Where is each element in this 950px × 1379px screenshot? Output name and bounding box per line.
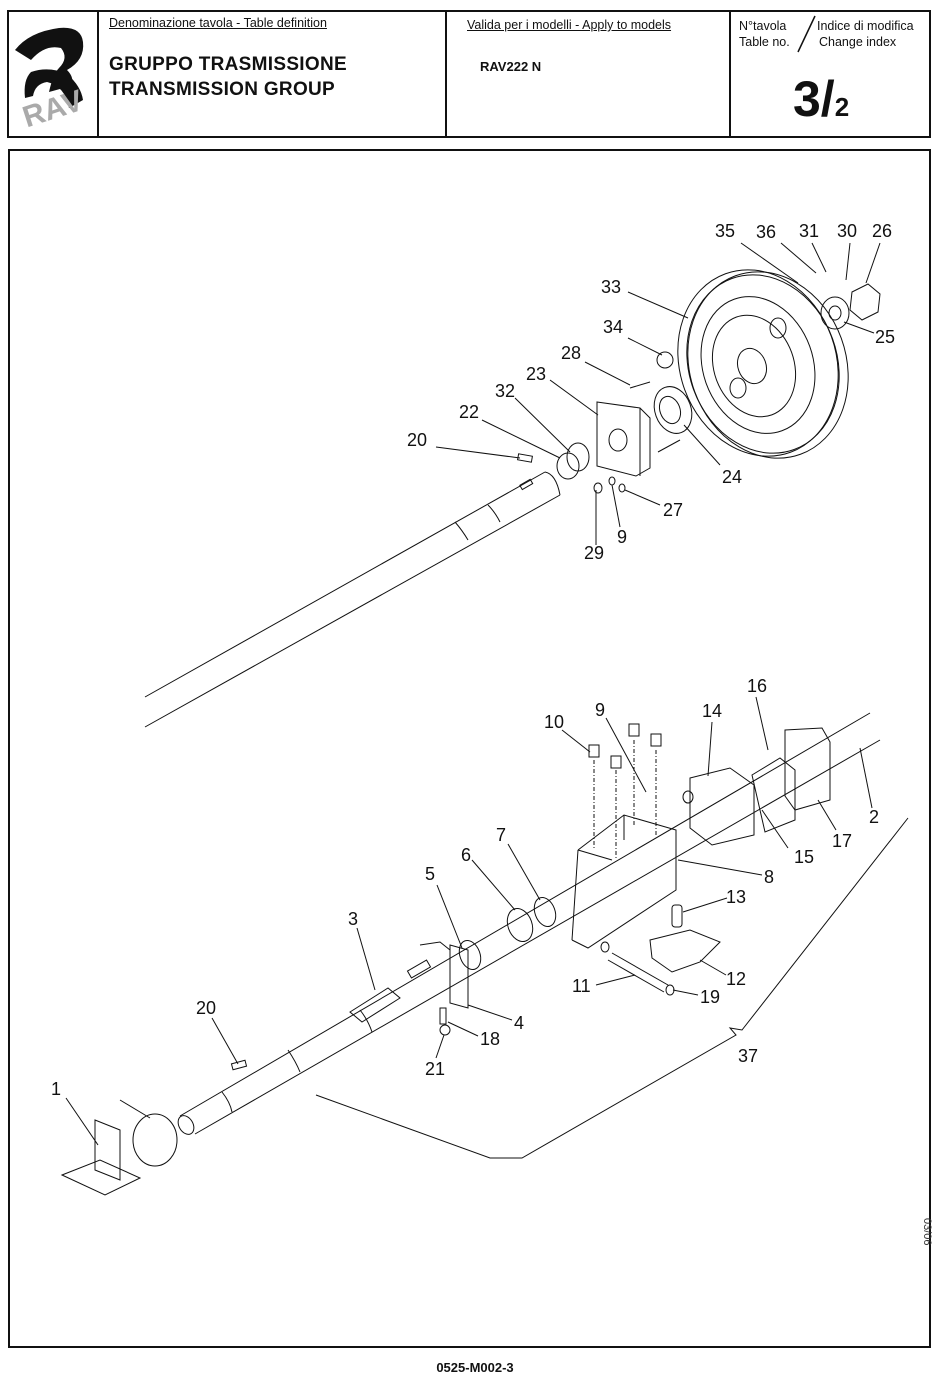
fork-and-pins	[230, 904, 721, 1071]
bearing-flange	[596, 401, 651, 477]
callout-35: 35	[715, 221, 735, 241]
callout-18: 18	[480, 1029, 500, 1049]
callout-9-upper: 9	[617, 527, 627, 547]
callout-22: 22	[459, 402, 479, 422]
group-37-bracket	[315, 817, 909, 1159]
table-no-label-it: N°tavola	[739, 19, 787, 33]
leader-lines	[65, 242, 881, 1146]
change-index-value: 2	[834, 92, 850, 122]
title-block: RAV Denominazione tavola - Table definit…	[7, 10, 931, 138]
callout-27: 27	[663, 500, 683, 520]
callout-32: 32	[495, 381, 515, 401]
callout-33: 33	[601, 277, 621, 297]
callout-13: 13	[726, 887, 746, 907]
side-date: 03/06	[921, 1218, 933, 1246]
callout-20-upper: 20	[407, 430, 427, 450]
rav-logo: RAV	[15, 27, 87, 134]
callout-25: 25	[875, 327, 895, 347]
callout-4: 4	[514, 1013, 524, 1033]
callout-23: 23	[526, 364, 546, 384]
apply-to-models-label: Valida per i modelli - Apply to models	[467, 18, 672, 32]
callout-37: 37	[738, 1046, 758, 1066]
callout-34: 34	[603, 317, 623, 337]
callout-36: 36	[756, 222, 776, 242]
change-index-label-it: Indice di modifica	[817, 19, 914, 33]
key-sleeve	[349, 987, 401, 1023]
change-index-label-en: Change index	[819, 35, 897, 49]
callout-31: 31	[799, 221, 819, 241]
callout-5: 5	[425, 864, 435, 884]
callout-26: 26	[872, 221, 892, 241]
title-english: TRANSMISSION GROUP	[109, 79, 336, 100]
callout-14: 14	[702, 701, 722, 721]
bearing	[653, 386, 693, 434]
callout-17: 17	[832, 831, 852, 851]
callout-24: 24	[722, 467, 742, 487]
callout-16: 16	[747, 676, 767, 696]
callout-11: 11	[572, 976, 591, 996]
callout-28: 28	[561, 343, 581, 363]
table-no-label-en: Table no.	[739, 35, 790, 49]
callout-8: 8	[764, 867, 774, 887]
callout-10: 10	[544, 712, 564, 732]
callout-21: 21	[425, 1059, 445, 1079]
callout-labels: 35 36 31 30 26 33 25 34 28 23 32 22 20 2…	[51, 221, 895, 1099]
drawing-code: 0525-M002-3	[436, 1360, 514, 1375]
callout-6: 6	[461, 845, 471, 865]
support-tube	[571, 814, 677, 949]
callout-15: 15	[794, 847, 814, 867]
gearbox	[682, 727, 831, 846]
title-italian: GRUPPO TRASMISSIONE	[109, 54, 347, 75]
callout-20-lower: 20	[196, 998, 216, 1018]
logo-cell: RAV	[9, 12, 99, 136]
callout-12: 12	[726, 969, 746, 989]
upper-shaft	[144, 471, 561, 728]
table-definition-label: Denominazione tavola - Table definition	[109, 16, 327, 30]
callout-7: 7	[496, 825, 506, 845]
slash-divider	[797, 15, 816, 53]
lower-shaft	[177, 712, 881, 1135]
callout-9-lower: 9	[595, 700, 605, 720]
left-bracket	[60, 1099, 178, 1196]
drawing-frame	[8, 149, 931, 1348]
models-cell: Valida per i modelli - Apply to models R…	[447, 12, 731, 136]
table-number-cell: N°tavola Table no. Indice di modifica Ch…	[731, 12, 931, 136]
bracket-support	[406, 941, 469, 1009]
model-value: RAV222 N	[480, 59, 542, 74]
bolt-heads	[588, 723, 662, 769]
callout-1: 1	[51, 1079, 61, 1099]
callout-29: 29	[584, 543, 604, 563]
pulley	[677, 269, 849, 459]
table-no-value: 3/	[793, 71, 835, 127]
bolts	[593, 740, 657, 860]
callout-19: 19	[700, 987, 720, 1007]
table-definition-cell: Denominazione tavola - Table definition …	[99, 12, 447, 136]
table-number: 3/2	[793, 70, 849, 128]
callout-3: 3	[348, 909, 358, 929]
callout-30: 30	[837, 221, 857, 241]
callout-2: 2	[869, 807, 879, 827]
small-parts	[517, 283, 881, 494]
